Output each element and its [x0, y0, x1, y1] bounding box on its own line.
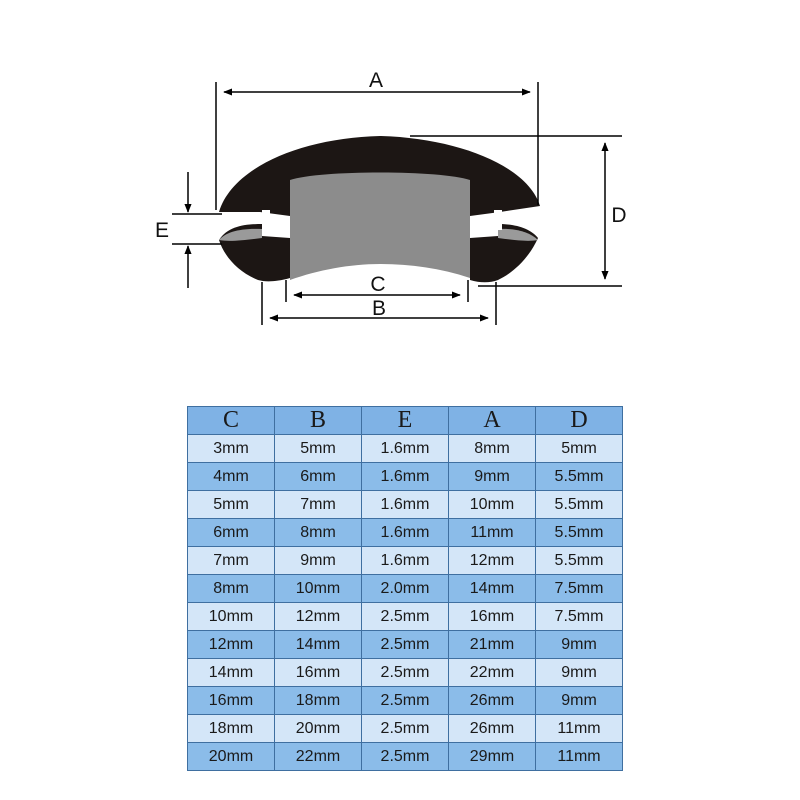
table-cell: 26mm: [448, 714, 536, 743]
label-d: D: [611, 204, 626, 227]
table-cell: 14mm: [274, 630, 362, 659]
table-cell: 6mm: [274, 462, 362, 491]
table-cell: 16mm: [448, 602, 536, 631]
table-cell: 6mm: [187, 518, 275, 547]
table-cell: 2.5mm: [361, 714, 449, 743]
table-cell: 20mm: [187, 742, 275, 771]
dimension-lines: [172, 82, 622, 325]
table-cell: 12mm: [448, 546, 536, 575]
table-cell: 5.5mm: [535, 546, 623, 575]
table-cell: 9mm: [535, 686, 623, 715]
table-cell: 14mm: [187, 658, 275, 687]
header-d: D: [535, 406, 623, 435]
table-cell: 12mm: [274, 602, 362, 631]
table-cell: 16mm: [274, 658, 362, 687]
table-cell: 3mm: [187, 434, 275, 463]
table-cell: 8mm: [448, 434, 536, 463]
header-b: B: [274, 406, 362, 435]
table-cell: 2.5mm: [361, 630, 449, 659]
table-cell: 29mm: [448, 742, 536, 771]
table-cell: 11mm: [448, 518, 536, 547]
table-cell: 9mm: [535, 658, 623, 687]
table-cell: 4mm: [187, 462, 275, 491]
table-cell: 1.6mm: [361, 518, 449, 547]
right-wall-slot: [494, 210, 502, 230]
table-cell: 8mm: [274, 518, 362, 547]
table-cell: 22mm: [274, 742, 362, 771]
label-c: C: [370, 273, 385, 296]
left-wall-slot: [262, 210, 270, 230]
table-cell: 9mm: [535, 630, 623, 659]
table-cell: 21mm: [448, 630, 536, 659]
table-cell: 26mm: [448, 686, 536, 715]
table-cell: 9mm: [448, 462, 536, 491]
table-cell: 2.0mm: [361, 574, 449, 603]
table-cell: 5mm: [274, 434, 362, 463]
table-cell: 20mm: [274, 714, 362, 743]
table-cell: 2.5mm: [361, 658, 449, 687]
table-cell: 9mm: [274, 546, 362, 575]
table-header-row: C B E A D: [187, 406, 623, 435]
grommet-left-slot: [219, 228, 262, 241]
grommet-dimension-diagram: A D E C B: [155, 69, 627, 325]
table-cell: 5mm: [535, 434, 623, 463]
grommet-illustration: [219, 136, 540, 283]
table-cell: 18mm: [187, 714, 275, 743]
table-cell: 22mm: [448, 658, 536, 687]
header-e: E: [361, 406, 449, 435]
table-cell: 10mm: [274, 574, 362, 603]
table-cell: 2.5mm: [361, 742, 449, 771]
table-cell: 11mm: [535, 742, 623, 771]
table-cell: 5mm: [187, 490, 275, 519]
table-cell: 8mm: [187, 574, 275, 603]
table-cell: 11mm: [535, 714, 623, 743]
table-cell: 14mm: [448, 574, 536, 603]
label-e: E: [155, 219, 169, 242]
table-cell: 1.6mm: [361, 434, 449, 463]
table-cell: 5.5mm: [535, 462, 623, 491]
table-cell: 10mm: [187, 602, 275, 631]
table-cell: 2.5mm: [361, 602, 449, 631]
header-a: A: [448, 406, 536, 435]
grommet-right-slot: [498, 228, 538, 241]
table-cell: 18mm: [274, 686, 362, 715]
table-cell: 1.6mm: [361, 546, 449, 575]
table-cell: 12mm: [187, 630, 275, 659]
label-a: A: [369, 69, 383, 92]
table-cell: 7mm: [274, 490, 362, 519]
table-cell: 5.5mm: [535, 518, 623, 547]
table-cell: 1.6mm: [361, 462, 449, 491]
table-cell: 10mm: [448, 490, 536, 519]
header-c: C: [187, 406, 275, 435]
table-cell: 5.5mm: [535, 490, 623, 519]
table-cell: 16mm: [187, 686, 275, 715]
table-cell: 1.6mm: [361, 490, 449, 519]
table-cell: 2.5mm: [361, 686, 449, 715]
label-b: B: [372, 297, 386, 320]
table-cell: 7.5mm: [535, 602, 623, 631]
table-cell: 7mm: [187, 546, 275, 575]
table-cell: 7.5mm: [535, 574, 623, 603]
grommet-body: [290, 172, 470, 280]
